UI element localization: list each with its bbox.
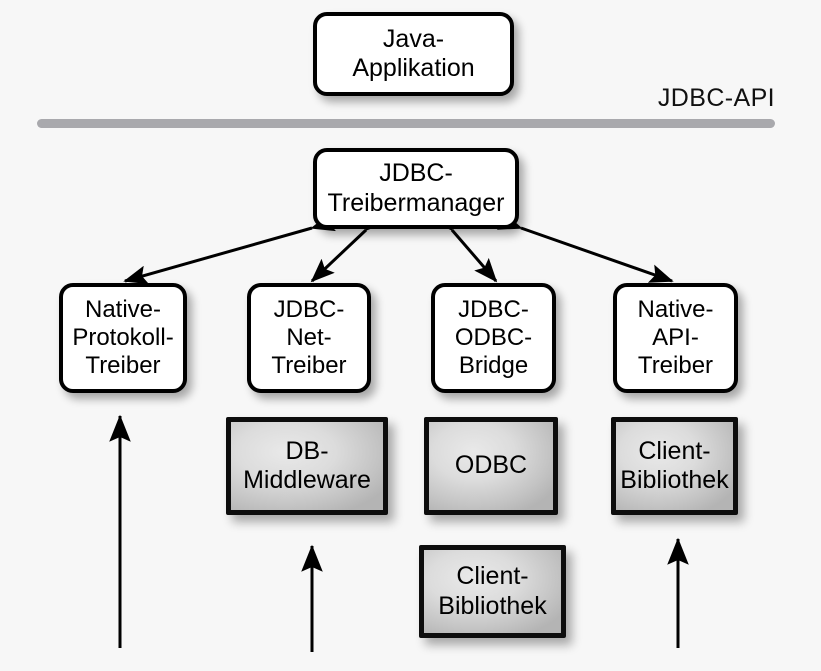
node-client-bibliothek-right[interactable]: Client- Bibliothek xyxy=(611,417,738,515)
node-jdbc-net-treiber[interactable]: JDBC- Net- Treiber xyxy=(247,283,371,393)
node-jdbc-odbc-bridge[interactable]: JDBC- ODBC- Bridge xyxy=(431,283,556,393)
node-client-bibliothek-middle[interactable]: Client- Bibliothek xyxy=(419,545,566,638)
node-odbc[interactable]: ODBC xyxy=(424,417,558,515)
edge-dm-driver1 xyxy=(123,212,336,285)
jdbc-api-label: JDBC-API xyxy=(657,84,775,112)
edge-dm-driver4 xyxy=(496,211,674,283)
edge-dm-driver3 xyxy=(430,206,498,283)
node-native-api-treiber[interactable]: Native- API- Treiber xyxy=(613,283,738,393)
node-jdbc-driver-manager[interactable]: JDBC- Treibermanager xyxy=(313,148,519,229)
node-native-protokoll-treiber[interactable]: Native- Protokoll- Treiber xyxy=(59,283,187,393)
jdbc-api-divider-bar xyxy=(37,119,775,128)
node-db-middleware[interactable]: DB- Middleware xyxy=(226,417,388,515)
node-java-application[interactable]: Java- Applikation xyxy=(313,12,514,96)
edge-dm-driver2 xyxy=(310,207,389,283)
